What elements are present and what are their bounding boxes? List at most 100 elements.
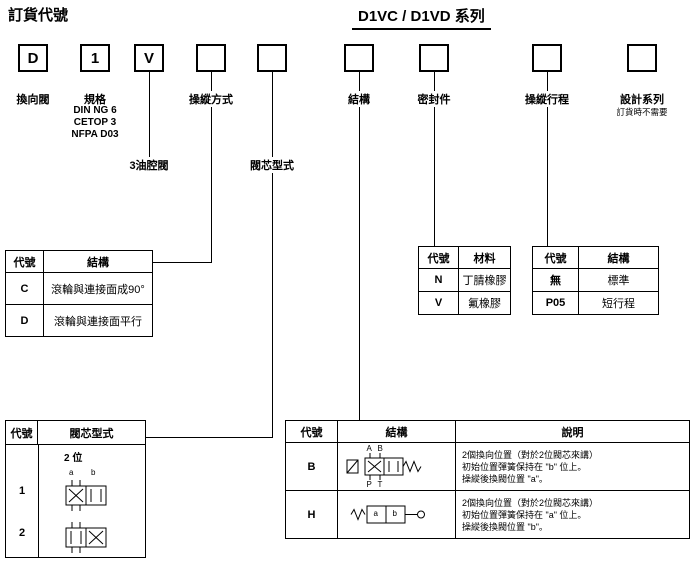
- spool-table: 代號 閥芯型式 2 位 1 a b 2: [5, 420, 146, 558]
- column-header-code: 代號: [285, 420, 338, 443]
- table-header-row: 代號 結構 說明: [285, 420, 690, 443]
- port-label-b: b: [91, 468, 96, 477]
- caption-structure: 結構: [346, 91, 372, 107]
- desc-cell: 2個換向位置（對於2位閥芯來講） 初始位置彈簧保持在 "a" 位上。 操縱後換閥…: [455, 490, 690, 539]
- table-row: V 氟橡膠: [418, 291, 511, 315]
- desc-cell: 2個換向位置（對於2位閥芯來講） 初始位置彈簧保持在 "b" 位上。 操縱後換閥…: [455, 442, 690, 491]
- code-box-design: [627, 44, 657, 72]
- caption-operation: 操縱方式: [187, 91, 235, 107]
- column-header-code: 代號: [532, 246, 579, 269]
- spec-line: NFPA D03: [71, 129, 119, 140]
- caption-design: 設計系列: [618, 91, 666, 107]
- position-count-label: 2 位: [64, 453, 83, 464]
- connector-line: [434, 72, 435, 246]
- desc-line: 初始位置彈簧保持在 "b" 位上。: [462, 461, 587, 472]
- code-cell: N: [418, 268, 459, 292]
- desc-line: 操縱後換閥位置 "b"。: [462, 521, 548, 532]
- function-row-b: B A B P T: [285, 442, 690, 491]
- code-cell: D: [5, 304, 44, 337]
- column-header-code: 代號: [6, 421, 38, 444]
- connector-line: [149, 72, 150, 157]
- spool-symbol-1: a b: [36, 468, 136, 511]
- port-label-A: A: [366, 443, 372, 453]
- value-cell: 短行程: [578, 291, 659, 315]
- code-box-size: 1: [80, 44, 110, 72]
- column-header-structure: 結構: [578, 246, 659, 269]
- code-cell: H: [285, 490, 338, 539]
- code-cell: C: [5, 272, 44, 305]
- port-label-a: a: [69, 468, 74, 477]
- spec-line: DIN NG 6: [73, 105, 117, 116]
- column-header-desc: 說明: [455, 420, 690, 443]
- code-cell: V: [418, 291, 459, 315]
- table-row: C 滾輪與連接面成90°: [5, 272, 153, 305]
- page-title: 訂貨代號: [8, 7, 69, 24]
- spec-line: CETOP 3: [73, 117, 117, 128]
- code-box-chamber: V: [134, 44, 164, 72]
- table-row: P05 短行程: [532, 291, 659, 315]
- position-label-a: a: [373, 508, 378, 518]
- caption-spool-type: 閥芯型式: [248, 157, 296, 173]
- code-box-seal: [419, 44, 449, 72]
- caption-seal: 密封件: [415, 91, 453, 107]
- code-box-spool: [257, 44, 287, 72]
- desc-line: 操縱後換閥位置 "a"。: [462, 473, 548, 484]
- code-box-operation: [196, 44, 226, 72]
- valve-symbol-b-drawing: [346, 452, 421, 480]
- code-cell: P05: [532, 291, 579, 315]
- connector-line: [272, 72, 273, 438]
- column-header-structure: 結構: [337, 420, 456, 443]
- table-header-row: 代號 結構: [5, 250, 153, 273]
- table-header-row: 代號 結構: [532, 246, 659, 269]
- value-cell: 滾輪與連接面成90°: [43, 272, 153, 305]
- valve-symbol-h: a b: [341, 493, 453, 537]
- connector-line: [359, 72, 360, 420]
- column-divider: [38, 445, 39, 557]
- connector-line: [211, 72, 212, 263]
- valve-symbol-h-drawing: [350, 505, 425, 523]
- port-label-B: B: [377, 443, 383, 453]
- symbol-cell: A B P T: [337, 442, 456, 491]
- column-header-code: 代號: [418, 246, 459, 269]
- port-label-P: P: [366, 479, 372, 489]
- valve-symbol-b: A B P T: [341, 443, 453, 489]
- column-header-spool: 閥芯型式: [69, 427, 114, 440]
- position-label-b: b: [392, 508, 397, 518]
- caption-chamber: 3油腔閥: [127, 157, 171, 173]
- column-header-structure: 結構: [43, 250, 153, 273]
- table-header-row: 代號 材料: [418, 246, 511, 269]
- connector-line: [146, 437, 273, 438]
- desc-line: 2個換向位置（對於2位閥芯來講）: [462, 497, 599, 508]
- table-row: D 滾輪與連接面平行: [5, 304, 153, 337]
- symbol-cell: a b: [337, 490, 456, 539]
- value-cell: 滾輪與連接面平行: [43, 304, 153, 337]
- spec-lines: DIN NG 6 CETOP 3 NFPA D03: [71, 105, 119, 141]
- desc-line: 2個換向位置（對於2位閥芯來講）: [462, 449, 599, 460]
- column-header-material: 材料: [458, 246, 511, 269]
- desc-line: 初始位置彈簧保持在 "a" 位上。: [462, 509, 587, 520]
- code-box-stroke: [532, 44, 562, 72]
- code-box-valve-type: D: [18, 44, 48, 72]
- code-box-function: [344, 44, 374, 72]
- connector-line: [547, 72, 548, 246]
- table-row: 無 標準: [532, 268, 659, 292]
- value-cell: 標準: [578, 268, 659, 292]
- seal-table: 代號 材料 N 丁腈橡膠 V 氟橡膠: [418, 246, 511, 315]
- spool-code-1: 1: [18, 485, 26, 497]
- series-title: D1VC / D1VD 系列: [352, 5, 491, 30]
- caption-design-note: 訂貨時不需要: [616, 106, 668, 118]
- spool-symbol-2: [36, 511, 136, 553]
- spool-code-2: 2: [18, 527, 26, 539]
- spool-symbol-1-drawing: [65, 480, 107, 511]
- port-label-T: T: [377, 479, 383, 489]
- value-cell: 氟橡膠: [458, 291, 511, 315]
- stroke-table: 代號 結構 無 標準 P05 短行程: [532, 246, 659, 315]
- operation-table: 代號 結構 C 滾輪與連接面成90° D 滾輪與連接面平行: [5, 250, 153, 337]
- connector-line: [152, 262, 212, 263]
- caption-spec: 規格: [82, 91, 108, 107]
- table-header-row: 代號 閥芯型式: [6, 421, 145, 445]
- spool-symbol-2-drawing: [65, 522, 107, 553]
- column-header-code: 代號: [5, 250, 44, 273]
- table-row: N 丁腈橡膠: [418, 268, 511, 292]
